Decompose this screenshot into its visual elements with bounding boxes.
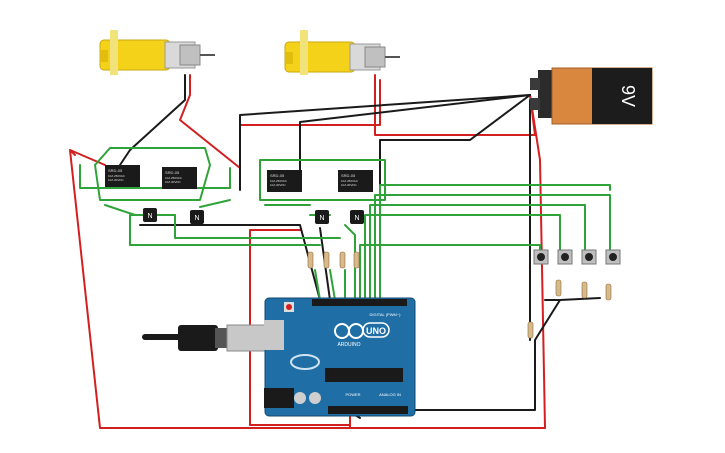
transistor-1: N bbox=[143, 208, 157, 222]
svg-text:N: N bbox=[354, 215, 359, 222]
svg-text:10A 250VAC: 10A 250VAC bbox=[270, 179, 288, 183]
transistor-3: N bbox=[315, 210, 329, 224]
svg-text:SRD-05: SRD-05 bbox=[341, 173, 356, 178]
arduino-uno: UNO ARDUINO DIGITAL (PWM~) POWER ANALOG … bbox=[264, 297, 416, 417]
svg-text:N: N bbox=[319, 215, 324, 222]
arduino-brand-text: ARDUINO bbox=[337, 342, 360, 348]
svg-text:N: N bbox=[194, 215, 199, 222]
svg-text:SRD-05: SRD-05 bbox=[165, 170, 180, 175]
arduino-digital-label: DIGITAL (PWM~) bbox=[370, 312, 402, 317]
transistor-4: N bbox=[350, 210, 364, 224]
arduino-uno-text: UNO bbox=[366, 326, 386, 336]
motor-1 bbox=[99, 30, 215, 75]
svg-text:SRD-05: SRD-05 bbox=[108, 168, 123, 173]
resistors-buttons bbox=[527, 279, 612, 339]
resistors-transistor-bases bbox=[307, 251, 360, 269]
transistor-2: N bbox=[190, 210, 204, 224]
relay-4: SRD-05 10A 250VAC 10A 30VDC bbox=[338, 170, 373, 192]
battery-9v: 9V bbox=[530, 67, 653, 125]
relay-2: SRD-05 10A 250VAC 10A 30VDC bbox=[162, 167, 197, 189]
svg-text:10A 30VDC: 10A 30VDC bbox=[341, 183, 358, 187]
relay-1: SRD-05 10A 250VAC 10A 30VDC bbox=[105, 165, 140, 187]
motor-2 bbox=[284, 30, 400, 75]
svg-text:10A 250VAC: 10A 250VAC bbox=[108, 174, 126, 178]
svg-text:N: N bbox=[147, 213, 152, 220]
svg-text:10A 250VAC: 10A 250VAC bbox=[341, 179, 359, 183]
push-button-4[interactable] bbox=[605, 249, 621, 265]
arduino-analog-label: ANALOG IN bbox=[379, 392, 401, 397]
svg-text:10A 250VAC: 10A 250VAC bbox=[165, 176, 183, 180]
usb-cable bbox=[142, 324, 268, 352]
svg-text:10A 30VDC: 10A 30VDC bbox=[108, 178, 125, 182]
push-button-3[interactable] bbox=[581, 249, 597, 265]
relay-3: SRD-05 10A 250VAC 10A 30VDC bbox=[267, 170, 302, 192]
svg-text:10A 30VDC: 10A 30VDC bbox=[270, 183, 287, 187]
push-button-2[interactable] bbox=[557, 249, 573, 265]
push-button-1[interactable] bbox=[533, 249, 549, 265]
svg-text:10A 30VDC: 10A 30VDC bbox=[165, 180, 182, 184]
battery-label: 9V bbox=[618, 85, 638, 107]
svg-text:SRD-05: SRD-05 bbox=[270, 173, 285, 178]
arduino-power-label: POWER bbox=[345, 392, 360, 397]
